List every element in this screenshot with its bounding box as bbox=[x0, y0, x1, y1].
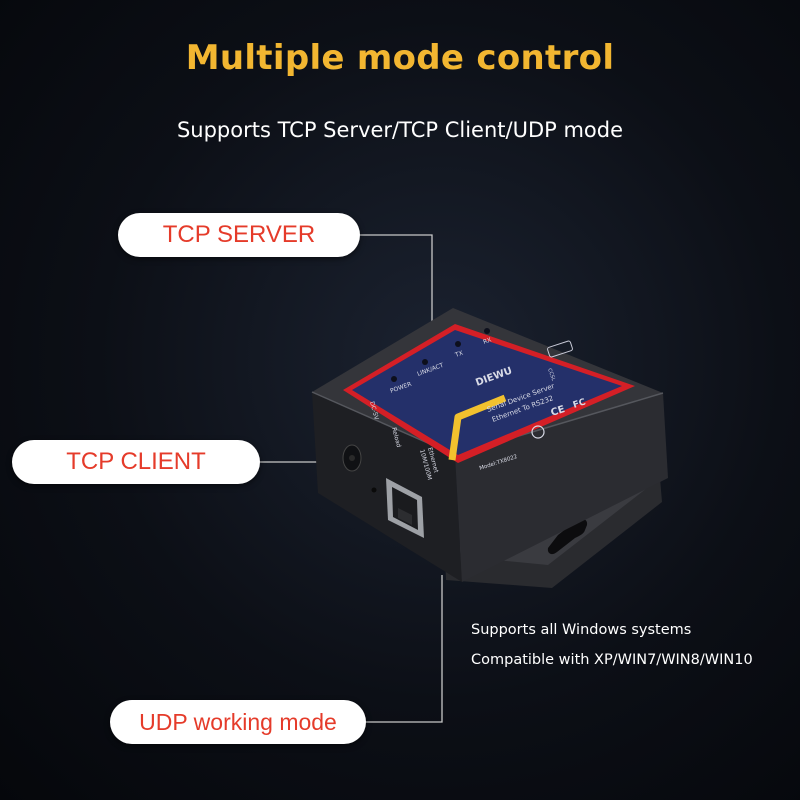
front-panel bbox=[343, 324, 635, 463]
label-tx: TX bbox=[453, 350, 464, 360]
connector-udp bbox=[366, 575, 443, 723]
udp-mode-label: UDP working mode bbox=[110, 700, 366, 744]
reload-button bbox=[371, 487, 377, 493]
trace-graphic bbox=[448, 394, 507, 461]
dc-label: DC-5V bbox=[368, 401, 380, 422]
connector-server bbox=[360, 234, 433, 340]
led-power bbox=[391, 376, 397, 382]
page-title: Multiple mode control bbox=[185, 38, 615, 78]
fc-mark: FC bbox=[572, 397, 588, 411]
ground-mark-icon bbox=[531, 425, 545, 439]
front-ports bbox=[342, 444, 424, 538]
label-rx: RX bbox=[482, 336, 492, 345]
ce-mark: CE bbox=[550, 404, 567, 419]
led-rx bbox=[484, 328, 490, 334]
tcp-server-label: TCP SERVER bbox=[118, 213, 360, 257]
feature-windows-support: Supports all Windows systems bbox=[471, 622, 692, 638]
port-label: CCSL bbox=[546, 368, 556, 382]
led-link bbox=[422, 359, 428, 365]
page-subtitle: Supports TCP Server/TCP Client/UDP mode bbox=[176, 118, 624, 142]
serial-port-outline bbox=[547, 340, 573, 358]
led-tx bbox=[455, 341, 461, 347]
tcp-client-label: TCP CLIENT bbox=[12, 440, 260, 484]
feature-compatibility: Compatible with XP/WIN7/WIN8/WIN10 bbox=[471, 652, 753, 668]
mounting-slot bbox=[547, 518, 588, 555]
